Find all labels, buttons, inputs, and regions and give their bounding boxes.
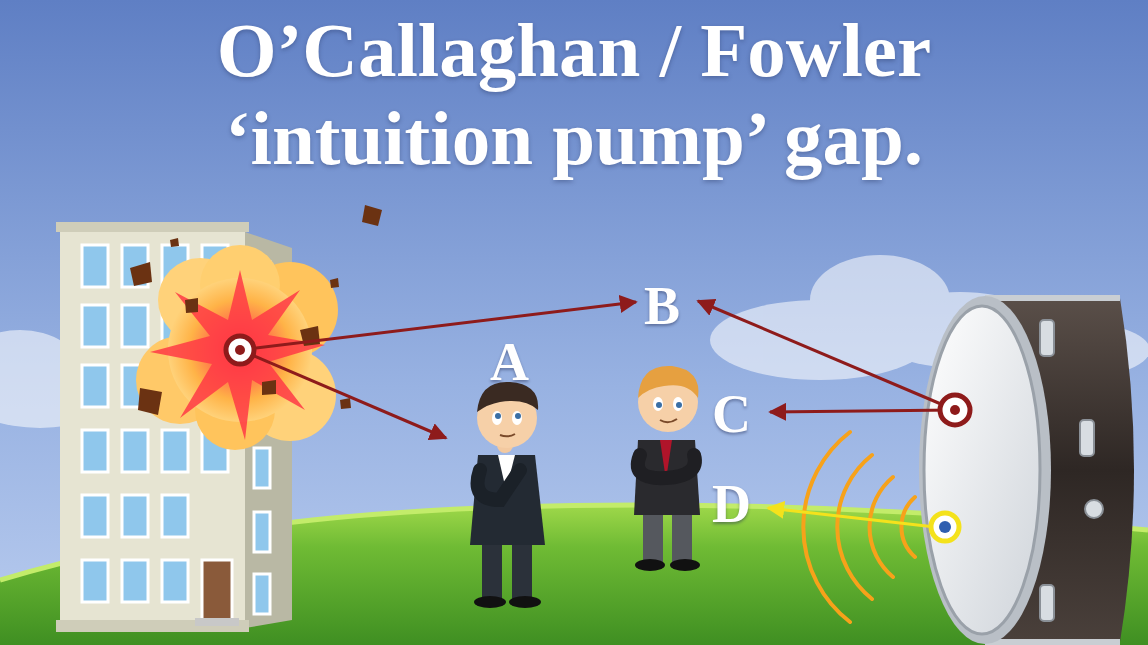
target-point-part [235,345,245,355]
target-point-part [950,405,960,415]
man-b-part [656,402,662,408]
drum-part-part [1085,500,1103,518]
man-a-part [478,470,521,500]
man-b-part [673,397,683,411]
explosion-part-part [170,238,179,247]
building-part-part [122,305,148,347]
sound-wave [803,432,915,622]
sound-wave-part [803,432,850,622]
man-a-part [495,413,501,419]
building-part-part [162,560,188,602]
drum-part [924,306,1040,634]
callout-letter: C [712,384,751,444]
man-a-part [482,545,502,600]
building-part-part [122,430,148,472]
man-b-part [634,440,700,515]
man-a-part [470,455,545,545]
man-a-part [515,413,521,419]
man-a-part [512,545,532,600]
drum-part-part [1040,320,1054,356]
man-b-part [638,366,698,398]
drum-part [985,295,1120,301]
explosion-part [150,270,325,440]
building-part-part [162,495,188,537]
building-part-part [82,495,108,537]
sound-wave-part [901,497,915,557]
arrow [240,301,955,438]
building-part [195,618,239,626]
building-part-part [162,430,188,472]
man-a-part [512,411,522,425]
building-part-part [82,305,108,347]
man-b-part [635,559,665,571]
explosion-part-part [262,380,276,395]
drum-part [919,296,1051,644]
explosion-part-part [340,398,351,409]
man-b-part [638,455,695,478]
arrow-part [770,410,955,412]
callout-letter: B [644,276,680,336]
building-part-part [122,560,148,602]
explosion [130,205,382,450]
drum-part [985,639,1120,645]
man-a-part [492,411,502,425]
building-part-part [122,495,148,537]
target-point-part [939,521,951,533]
explosion-part-part [130,262,152,286]
man-b-part [672,515,692,563]
explosion-part-part [362,205,382,226]
target-point [226,336,970,541]
drum [919,296,1134,644]
target-point-part [940,395,970,425]
man-b [634,366,700,571]
man-b-part [660,419,677,422]
explosion-part-part [185,298,198,313]
explosion-part [130,205,382,415]
drum-part-part [1040,585,1054,621]
building-part [56,222,249,232]
man-a [470,382,545,608]
sound-wave-part [870,477,893,577]
callout-letter: D [712,474,751,534]
explosion-part-part [138,388,162,415]
building-part-part [254,448,270,488]
man-b-part [643,515,663,563]
target-point-part [226,336,254,364]
explosion-part-part [330,278,339,288]
building-part-part [82,430,108,472]
building-part-part [82,560,108,602]
arrow [768,508,935,527]
drum-part-part [1080,420,1094,456]
man-b-part [653,397,663,411]
man-a-part [500,434,515,436]
man-a-part [474,596,506,608]
man-b-part [670,559,700,571]
target-point-part [931,513,959,541]
arrow-part [240,302,636,350]
building-part-part [82,245,108,287]
building-part [202,560,232,620]
man-b-part [676,402,682,408]
building-part-part [82,365,108,407]
building-part-part [254,512,270,552]
title: O’Callaghan / Fowler ‘intuition pump’ ga… [184,6,964,182]
callout-letter: A [490,332,529,392]
sound-wave-part [837,455,872,599]
man-a-part [509,596,541,608]
arrow-part [240,350,446,438]
building-part-part [254,574,270,614]
